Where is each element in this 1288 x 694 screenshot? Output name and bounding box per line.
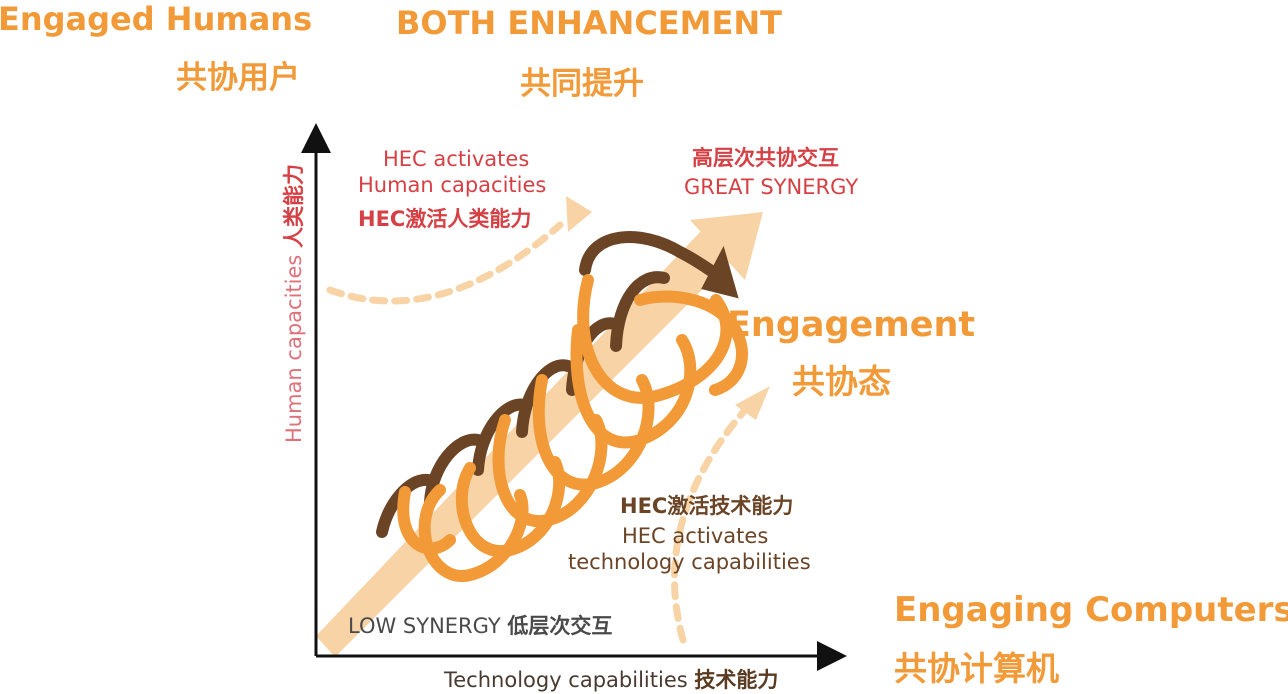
both-enhancement-cn: 共同提升 (520, 66, 644, 102)
engagement-title: Engagement (727, 305, 976, 345)
engaged-humans-cn: 共协用户 (176, 60, 300, 96)
low-synergy-en: LOW SYNERGY (348, 614, 501, 638)
great-synergy-en: GREAT SYNERGY (684, 175, 859, 199)
hec-human-line1: HEC activates (383, 147, 530, 171)
tech-dashed-arrow (671, 386, 770, 644)
hec-tech-cn: HEC激活技术能力 (620, 494, 794, 518)
low-synergy-cn: 低层次交互 (507, 614, 613, 638)
hec-tech-line1: HEC activates (622, 524, 769, 548)
engaging-computers-title: Engaging Computers (894, 590, 1288, 630)
spiral-front (397, 274, 748, 582)
low-synergy-label: LOW SYNERGY 低层次交互 (348, 610, 612, 640)
y-axis-label: Human capacities 人类能力 (278, 164, 306, 443)
x-axis-label-en: Technology capabilities (444, 668, 688, 692)
great-synergy-cn: 高层次共协交互 (692, 146, 839, 170)
axes (301, 123, 847, 671)
engaging-computers-cn: 共协计算机 (894, 649, 1059, 688)
hec-human-cn: HEC激活人类能力 (358, 207, 532, 231)
engagement-cn: 共协态 (792, 362, 891, 401)
y-axis-label-cn: 人类能力 (282, 163, 306, 248)
both-enhancement-title: BOTH ENHANCEMENT (396, 4, 782, 42)
x-axis-label-cn: 技术能力 (694, 668, 779, 692)
hec-tech-line2: technology capabilities (568, 550, 811, 574)
hec-human-line2: Human capacities (358, 173, 547, 197)
engaged-humans-title: Engaged Humans (0, 0, 313, 38)
human-dashed-arrow (326, 196, 592, 305)
y-axis-label-en: Human capacities (282, 254, 306, 443)
x-axis-label: Technology capabilities 技术能力 (444, 664, 778, 694)
